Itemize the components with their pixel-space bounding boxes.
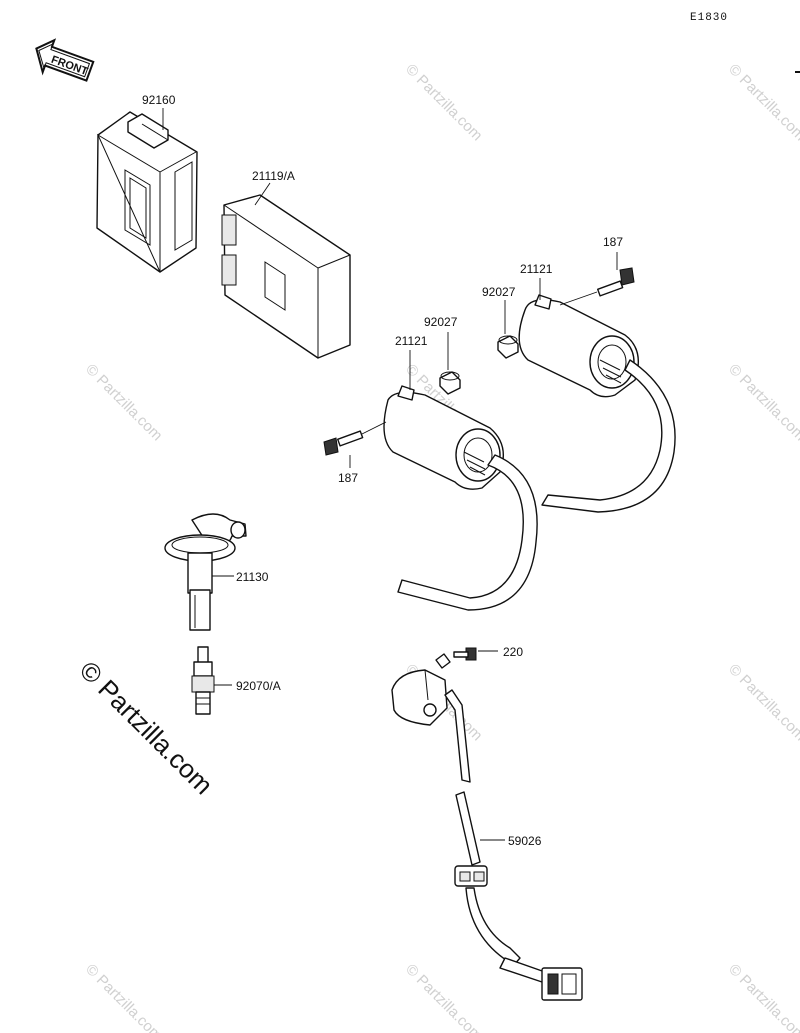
- label-21121-left: 21121: [395, 334, 428, 348]
- part-59026-pickup-coil: [391, 653, 583, 1001]
- arrow-icon: [35, 38, 95, 82]
- part-187-bolt-right: [596, 267, 635, 297]
- watermark-text: © Partzilla.com: [725, 661, 800, 744]
- label-21121-right: 21121: [520, 262, 553, 276]
- watermark-text: © Partzilla.com: [82, 961, 165, 1033]
- watermark-text: © Partzilla.com: [725, 361, 800, 444]
- label-59026: 59026: [508, 834, 542, 848]
- diagram-code: E1830: [690, 12, 728, 24]
- label-220: 220: [503, 645, 523, 659]
- part-92027-collar-left: [439, 371, 461, 395]
- part-92027-collar-right: [497, 335, 519, 359]
- watermark-text: © Partzilla.com: [402, 61, 485, 144]
- front-arrow: FRONT: [35, 38, 95, 82]
- part-220-screw: [453, 647, 498, 661]
- label-92070A: 92070/A: [236, 679, 281, 693]
- part-21121-coil-right: [518, 294, 676, 513]
- part-92160-cover: [96, 108, 198, 273]
- part-92070A-spark-plug: [191, 646, 232, 715]
- label-187-right: 187: [603, 235, 623, 249]
- label-21130: 21130: [236, 570, 269, 584]
- part-187-bolt-left: [323, 430, 364, 456]
- label-187-left: 187: [338, 471, 358, 485]
- part-21121-coil-left: [383, 385, 538, 611]
- part-21130-plug-cap: [164, 513, 247, 631]
- watermark-text: © Partzilla.com: [402, 961, 485, 1033]
- label-21119A: 21119/A: [252, 169, 295, 183]
- label-92160: 92160: [142, 93, 176, 107]
- label-92027-left: 92027: [424, 315, 458, 329]
- watermark-text: © Partzilla.com: [725, 961, 800, 1033]
- watermark-text: © Partzilla.com: [725, 61, 800, 144]
- part-21119A-igniter: [221, 182, 351, 359]
- label-92027-right: 92027: [482, 285, 516, 299]
- watermark-text: © Partzilla.com: [82, 361, 165, 444]
